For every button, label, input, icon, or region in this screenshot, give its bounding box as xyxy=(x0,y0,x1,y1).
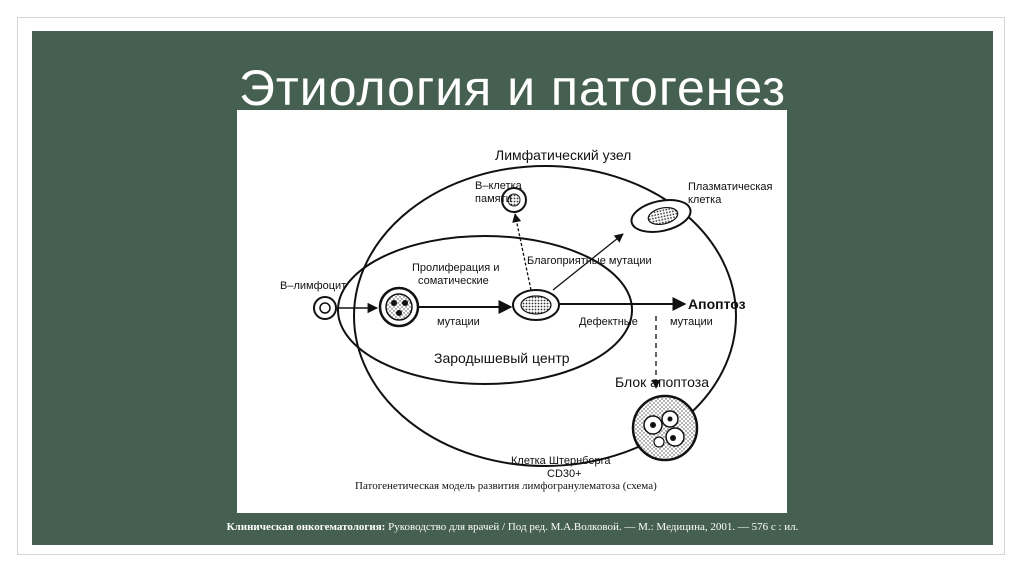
plasma-cell-label-1: Плазматическая xyxy=(688,181,773,193)
reed-sternberg-label-2: CD30+ xyxy=(547,468,582,480)
favorable-mutations-label: Благоприятные мутации xyxy=(527,255,652,267)
proliferation-label-2: соматические xyxy=(418,275,489,287)
lymph-node-label: Лимфатический узел xyxy=(495,147,631,163)
germinal-center-label: Зародышевый центр xyxy=(434,350,570,366)
pathogenesis-diagram: Лимфатический узел В–клетка памяти Плазм… xyxy=(237,110,787,513)
slide: Этиология и патогенез xyxy=(32,31,993,545)
proliferation-label-3: мутации xyxy=(437,316,480,328)
b-lymphocyte-label: В–лимфоцит xyxy=(280,280,346,292)
defective-mutations-label-2: мутации xyxy=(670,316,713,328)
proliferation-label-1: Пролиферация и xyxy=(412,262,499,274)
germinal-center-outline xyxy=(337,235,633,385)
diagram-caption: Патогенетическая модель развития лимфогр… xyxy=(355,480,657,492)
plasma-cell-label-2: клетка xyxy=(688,194,722,206)
arrow-to-memory-cell xyxy=(512,213,532,291)
apoptosis-label: Апоптоз xyxy=(688,296,746,312)
diagram-svg: Лимфатический узел В–клетка памяти Плазм… xyxy=(280,147,773,492)
citation: Клиническая онкогематология: Руководство… xyxy=(32,521,993,533)
slide-frame xyxy=(17,17,1005,555)
memory-b-cell-label-1: В–клетка xyxy=(475,180,523,192)
apoptosis-block-label: Блок апоптоза xyxy=(615,374,709,390)
defective-mutations-label-1: Дефектные xyxy=(579,316,638,328)
arrow-to-plasma-cell xyxy=(552,233,624,291)
reed-sternberg-label-1: Клетка Штернберга xyxy=(511,455,611,467)
memory-b-cell-label-2: памяти xyxy=(475,193,512,205)
lymph-node-outline xyxy=(353,165,737,467)
slide-title: Этиология и патогенез xyxy=(238,60,787,116)
reed-sternberg-cell xyxy=(631,394,699,462)
citation-details: Руководство для врачей / Под ред. М.А.Во… xyxy=(385,521,799,533)
citation-source: Клиническая онкогематология: xyxy=(226,521,386,533)
